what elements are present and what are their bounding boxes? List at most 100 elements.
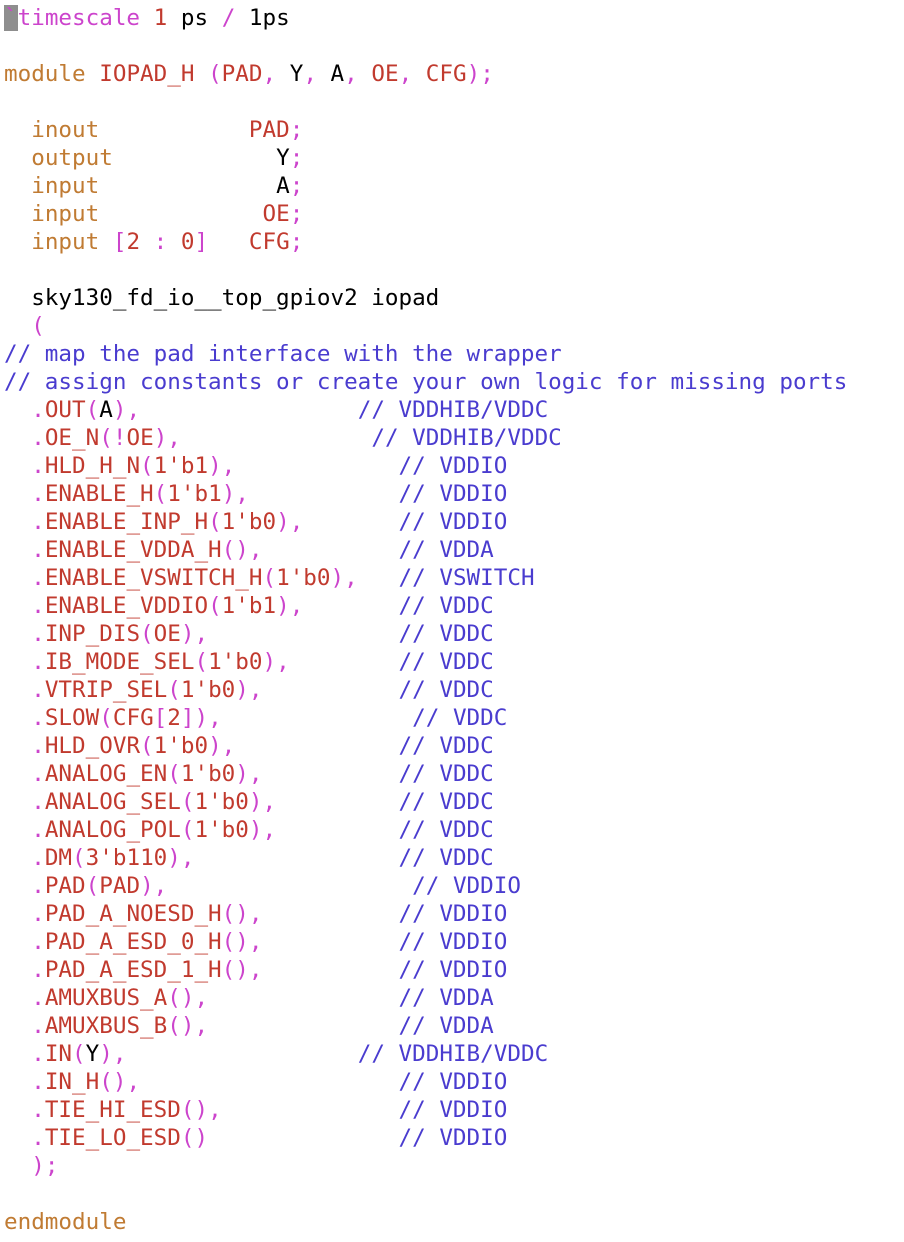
code-token xyxy=(4,705,31,731)
code-token: CFG xyxy=(425,61,467,87)
code-token xyxy=(99,117,249,143)
code-token: ps xyxy=(167,5,222,31)
code-token: . xyxy=(31,621,45,647)
code-token: ( xyxy=(31,313,45,339)
code-line: ); xyxy=(4,1152,58,1180)
code-token: PAD xyxy=(99,873,141,899)
code-token: ), xyxy=(112,397,141,423)
code-line: .TIE_LO_ESD() // VDDIO xyxy=(4,1124,507,1152)
code-token: 1'b1 xyxy=(221,593,277,619)
code-token: A xyxy=(330,61,345,87)
code-token: // VDDIO xyxy=(398,957,508,983)
code-line: .AMUXBUS_A(), // VDDA xyxy=(4,984,494,1012)
code-token: ( xyxy=(194,649,209,675)
code-token xyxy=(4,453,31,479)
code-token xyxy=(140,5,154,31)
code-token xyxy=(195,845,399,871)
code-token: , xyxy=(262,61,290,87)
code-token xyxy=(4,565,31,591)
code-token: . xyxy=(31,761,45,787)
code-token: ] xyxy=(194,229,209,255)
code-token: INP_DIS xyxy=(44,621,141,647)
code-token xyxy=(262,537,398,563)
code-token: ]), xyxy=(180,705,222,731)
code-token: 2 xyxy=(167,705,181,731)
code-token xyxy=(4,1069,31,1095)
code-token: ENABLE_VDDIO xyxy=(44,593,209,619)
code-token xyxy=(181,425,371,451)
code-token: . xyxy=(31,957,45,983)
code-token: ), xyxy=(221,481,249,507)
code-token: ; xyxy=(289,229,304,255)
code-token xyxy=(4,957,31,983)
code-line: endmodule xyxy=(4,1208,126,1236)
code-token: OUT xyxy=(44,397,86,423)
code-token: // VDDHIB/VDDC xyxy=(357,397,549,423)
code-token: . xyxy=(31,845,45,871)
code-token: PAD_A_NOESD_H xyxy=(44,901,222,927)
code-token: (), xyxy=(99,1069,141,1095)
code-line: .OE_N(!OE), // VDDHIB/VDDC xyxy=(4,424,562,452)
code-token: (), xyxy=(221,929,263,955)
code-token: PAD_A_ESD_1_H xyxy=(44,957,222,983)
code-token: sky130_fd_io__top_gpiov2 iopad xyxy=(4,285,440,311)
code-token: Y xyxy=(276,145,290,171)
code-token: , xyxy=(398,61,426,87)
code-token: . xyxy=(31,733,45,759)
code-token: 0 xyxy=(180,229,195,255)
code-token: 1'b0 xyxy=(194,817,249,843)
code-token: // VDDC xyxy=(398,677,494,703)
code-token: : xyxy=(140,229,181,255)
code-token: // VDDC xyxy=(398,621,494,647)
code-token: ( xyxy=(208,593,222,619)
code-token: ), xyxy=(140,873,168,899)
code-token: ), xyxy=(276,593,304,619)
code-token: ); xyxy=(466,61,494,87)
code-line: .PAD_A_ESD_0_H(), // VDDIO xyxy=(4,928,507,956)
code-token xyxy=(4,649,31,675)
code-line: .ANALOG_POL(1'b0), // VDDC xyxy=(4,816,494,844)
code-line: .IN_H(), // VDDIO xyxy=(4,1068,507,1096)
code-token: // VDDIO xyxy=(398,481,508,507)
code-token: OE xyxy=(153,621,181,647)
code-token: TIE_HI_ESD xyxy=(44,1097,181,1123)
code-line: .VTRIP_SEL(1'b0), // VDDC xyxy=(4,676,494,704)
code-token: 1 xyxy=(153,5,168,31)
code-token: // VDDIO xyxy=(398,901,508,927)
code-line: // map the pad interface with the wrappe… xyxy=(4,340,562,368)
code-token: [ xyxy=(112,229,127,255)
code-token: CFG xyxy=(112,705,154,731)
code-line: .AMUXBUS_B(), // VDDA xyxy=(4,1012,494,1040)
code-token: . xyxy=(31,509,45,535)
code-line: .TIE_HI_ESD(), // VDDIO xyxy=(4,1096,507,1124)
code-token: VTRIP_SEL xyxy=(44,677,168,703)
code-token: ), xyxy=(235,677,263,703)
code-token: ENABLE_INP_H xyxy=(44,509,209,535)
code-token: (), xyxy=(180,1097,222,1123)
code-token: OE_N xyxy=(44,425,100,451)
code-token: . xyxy=(31,929,45,955)
code-token: // VSWITCH xyxy=(398,565,535,591)
code-token: ), xyxy=(153,425,181,451)
code-token: . xyxy=(31,481,45,507)
code-token: AMUXBUS_B xyxy=(44,1013,168,1039)
code-token xyxy=(4,733,31,759)
code-line: .ENABLE_INP_H(1'b0), // VDDIO xyxy=(4,508,507,536)
code-line: .OUT(A), // VDDHIB/VDDC xyxy=(4,396,548,424)
code-token xyxy=(235,733,398,759)
code-token: A xyxy=(276,173,290,199)
code-token: 3'b110 xyxy=(85,845,168,871)
code-token: // VDDIO xyxy=(398,453,508,479)
code-token: // VDDIO xyxy=(398,509,508,535)
code-token: ), xyxy=(276,509,304,535)
code-line: .ANALOG_SEL(1'b0), // VDDC xyxy=(4,788,494,816)
code-token: // VDDC xyxy=(398,845,494,871)
code-token: 1ps xyxy=(235,5,290,31)
code-token: ( xyxy=(140,733,154,759)
code-token: OE xyxy=(262,201,290,227)
code-token: . xyxy=(31,817,45,843)
code-token: . xyxy=(31,397,45,423)
code-token xyxy=(4,1097,31,1123)
code-token: PAD xyxy=(44,873,86,899)
